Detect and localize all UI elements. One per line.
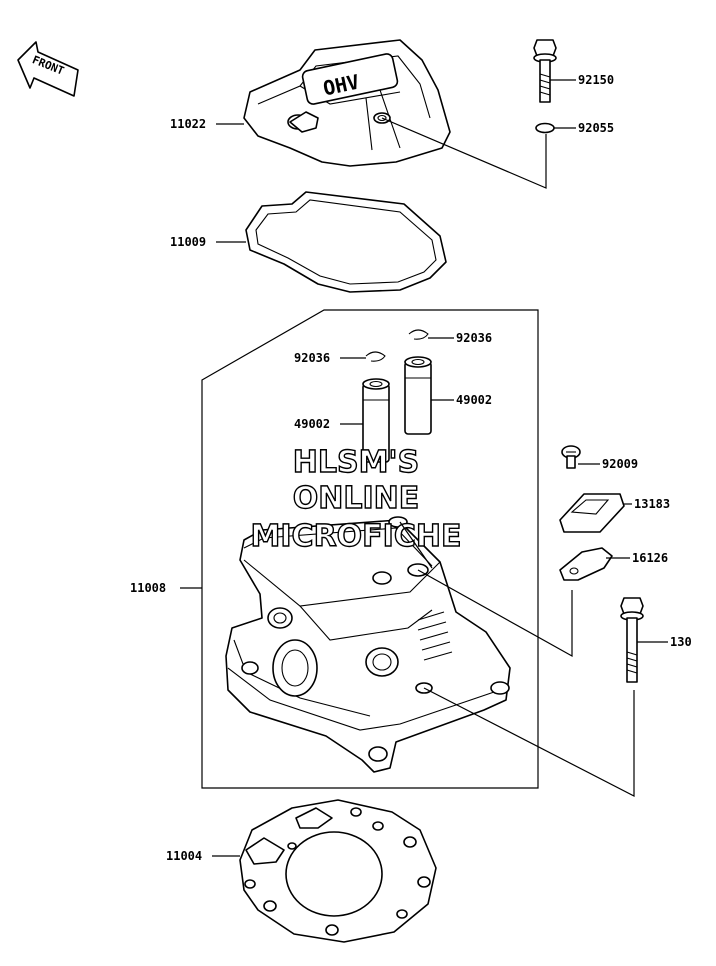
label-92036-upper: 92036	[456, 331, 492, 345]
o-ring-92055-icon	[535, 122, 555, 134]
label-92150: 92150	[578, 73, 614, 87]
cover-gasket	[245, 191, 447, 293]
plate-13183-icon	[559, 493, 625, 533]
watermark-line-1: HLSM'S	[293, 445, 419, 480]
label-13183: 13183	[634, 497, 670, 511]
screw-92009-icon	[561, 445, 581, 469]
bolt-130-icon	[620, 597, 644, 683]
label-92036-lower: 92036	[294, 351, 330, 365]
valve-guide-right-icon	[404, 356, 432, 435]
label-11008: 11008	[130, 581, 166, 595]
gasket-16126-icon	[559, 547, 613, 581]
label-16126: 16126	[632, 551, 668, 565]
valve-guide-left-icon	[362, 378, 390, 463]
cotter-clip-upper-icon	[408, 329, 429, 340]
head-gasket	[239, 799, 437, 943]
assembly-frame	[201, 309, 539, 789]
label-11004: 11004	[166, 849, 202, 863]
watermark-line-3: MICROFICHE	[251, 519, 462, 554]
label-11009: 11009	[170, 235, 206, 249]
bolt-92150-icon	[533, 39, 557, 103]
label-11022: 11022	[170, 117, 206, 131]
cylinder-head-cover: OHV	[243, 39, 451, 167]
cylinder-head	[225, 516, 511, 773]
watermark-line-2: ONLINE	[293, 481, 420, 516]
label-92009: 92009	[602, 457, 638, 471]
label-49002-left: 49002	[294, 417, 330, 431]
label-92055: 92055	[578, 121, 614, 135]
front-arrow-icon: FRONT	[17, 41, 79, 97]
cotter-clip-lower-icon	[365, 351, 386, 362]
label-130: 130	[670, 635, 692, 649]
label-49002-right: 49002	[456, 393, 492, 407]
